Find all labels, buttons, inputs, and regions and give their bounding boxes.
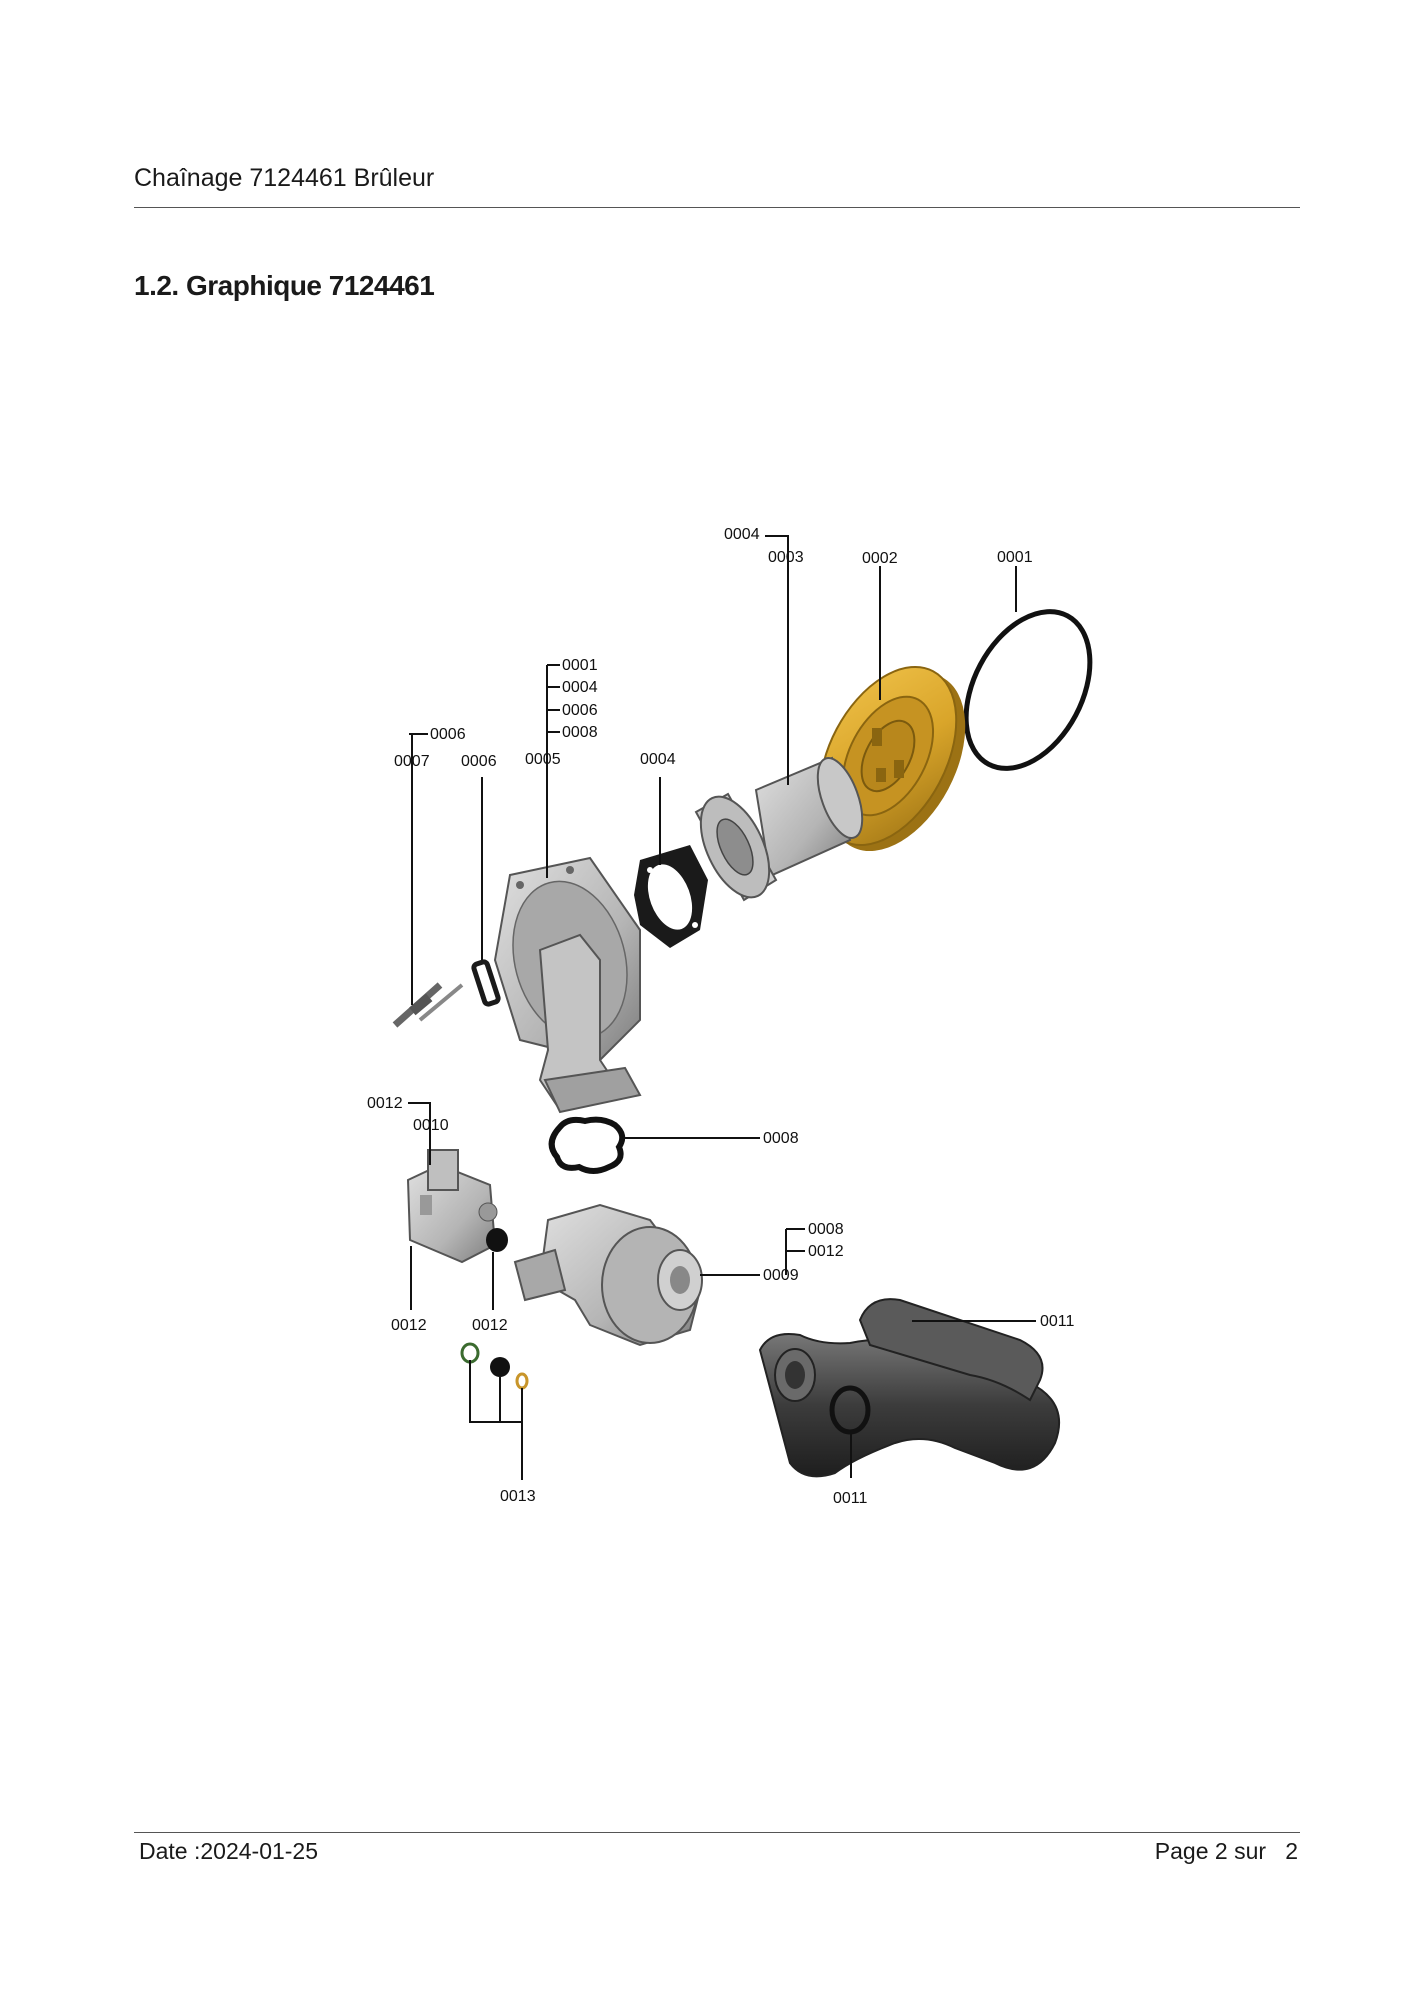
label-0002: 0002	[862, 550, 898, 567]
label-0008-group: 0008	[562, 724, 598, 741]
label-0008-oring: 0008	[763, 1130, 799, 1147]
fan-0009-part	[513, 1203, 703, 1347]
small-gasket-0006-part	[471, 959, 501, 1007]
label-0001-top: 0001	[997, 549, 1033, 566]
label-0011-pipe: 0011	[1040, 1313, 1075, 1330]
document-header-title: Chaînage 7124461 Brûleur	[134, 164, 435, 192]
burner-tube-0003-part	[694, 756, 864, 902]
gas-valve-0010-part	[406, 1149, 498, 1264]
section-title: 1.2. Graphique 7124461	[134, 270, 435, 301]
gasket-0008-part	[548, 1116, 626, 1174]
label-0004-top: 0004	[724, 526, 760, 543]
label-0001-group: 0001	[562, 657, 598, 674]
leader-lines	[408, 535, 1036, 1480]
label-0006-group: 0006	[562, 702, 598, 719]
label-0009: 0009	[763, 1267, 799, 1284]
air-pipe-0011-part	[758, 1298, 1060, 1478]
label-0012-plug: 0012	[472, 1317, 508, 1334]
label-0006-small: 0006	[430, 726, 466, 743]
small-rings-0013-part	[460, 1342, 529, 1390]
label-0004-group: 0004	[562, 679, 598, 696]
footer-date: Date :2024-01-25	[139, 1838, 319, 1864]
label-0012-fan: 0012	[808, 1243, 844, 1260]
plug-0012-part	[486, 1228, 508, 1252]
label-0005: 0005	[525, 751, 561, 768]
label-0008-fan: 0008	[808, 1221, 844, 1238]
footer-page-number: Page 2 sur 2	[1154, 1838, 1298, 1864]
label-0004-gasket: 0004	[640, 751, 676, 768]
ignition-electrode-0007-part	[392, 982, 464, 1028]
label-0012-top: 0012	[367, 1095, 403, 1112]
header-divider	[134, 207, 1300, 208]
label-0011-ring: 0011	[833, 1490, 868, 1507]
label-0007: 0007	[394, 753, 430, 770]
footer-divider	[134, 1832, 1300, 1833]
label-0006: 0006	[461, 753, 497, 770]
label-0003: 0003	[768, 549, 804, 566]
label-0013: 0013	[500, 1488, 536, 1505]
label-0012-valve: 0012	[391, 1317, 427, 1334]
gasket-0004-part	[634, 845, 708, 948]
o-ring-0001-part	[963, 609, 1093, 771]
burner-door-0005-part	[493, 856, 642, 1114]
label-0010: 0010	[413, 1117, 449, 1134]
